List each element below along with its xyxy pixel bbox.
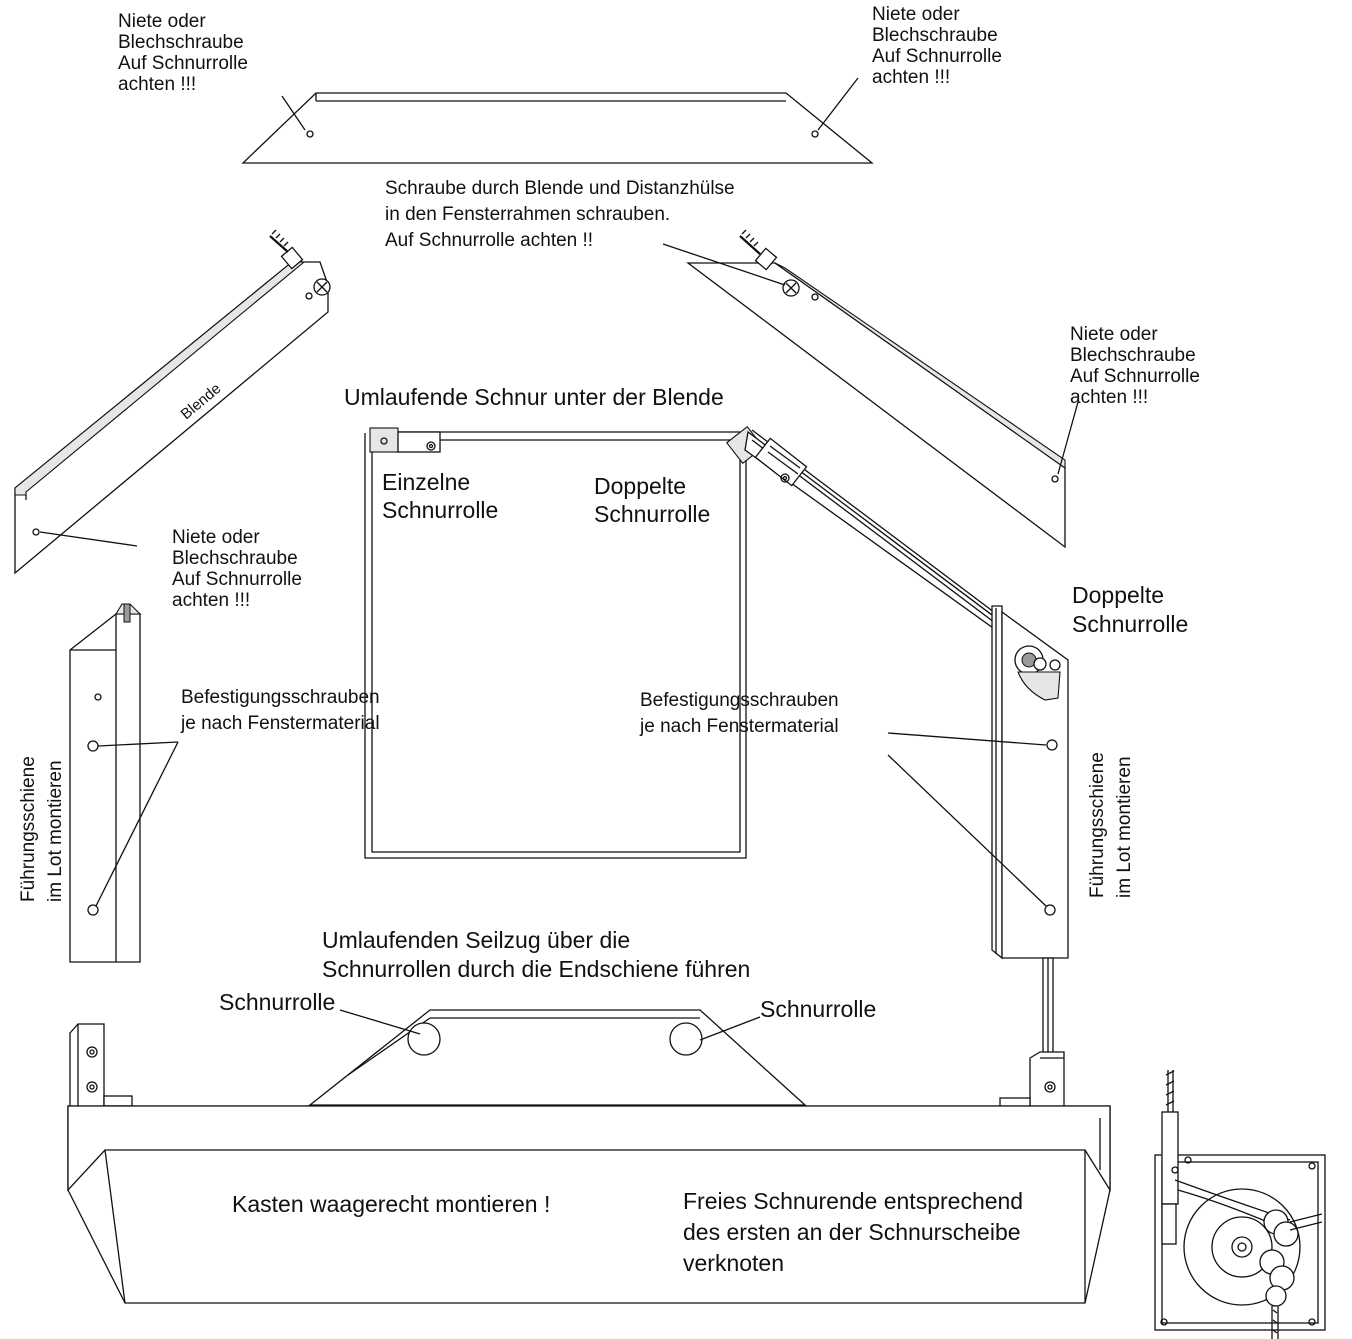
guide-rail-label-left: Führungsschiene im Lot montieren [18, 756, 66, 902]
guide-rail-label-right: Führungsschiene im Lot montieren [1087, 752, 1135, 898]
left-blende-panel [14, 229, 331, 575]
svg-text:Niete oder: Niete oder [118, 11, 206, 32]
svg-text:Auf Schnurrolle: Auf Schnurrolle [872, 46, 1002, 67]
rivet-note-top-right: Niete oder Blechschraube Auf Schnurrolle… [872, 4, 1002, 88]
box-instruction: Kasten waagerecht montieren ! [232, 1191, 550, 1217]
svg-text:Auf Schnurrolle: Auf Schnurrolle [1070, 366, 1200, 387]
svg-text:Befestigungsschrauben: Befestigungsschrauben [640, 690, 839, 711]
rivet-note-top-left: Niete oder Blechschraube Auf Schnurrolle… [118, 11, 248, 95]
fixing-screws-note-right: Befestigungsschrauben je nach Fenstermat… [639, 690, 839, 737]
svg-text:achten !!!: achten !!! [172, 590, 250, 611]
top-panel [241, 92, 874, 164]
right-guide-rail [991, 605, 1069, 1061]
pulley-right-wheel [669, 1022, 703, 1056]
svg-text:Schnurrolle: Schnurrolle [382, 497, 498, 523]
left-guide-rail [69, 603, 142, 963]
cable-instruction: Umlaufenden Seilzug über die Schnurrolle… [322, 927, 750, 982]
svg-text:des ersten an der Schnurscheib: des ersten an der Schnurscheibe [683, 1219, 1021, 1245]
svg-text:Schnurrolle: Schnurrolle [594, 501, 710, 527]
fixing-screws-note-left: Befestigungsschrauben je nach Fenstermat… [180, 687, 380, 734]
svg-text:Führungsschiene: Führungsschiene [1087, 752, 1108, 898]
pulley-label-left: Schnurrolle [219, 989, 335, 1015]
svg-text:Niete oder: Niete oder [1070, 324, 1158, 345]
svg-text:Blechschraube: Blechschraube [1070, 345, 1196, 366]
svg-text:Führungsschiene: Führungsschiene [18, 756, 39, 902]
svg-text:in den Fensterrahmen schrauben: in den Fensterrahmen schrauben. [385, 204, 670, 225]
svg-text:Befestigungsschrauben: Befestigungsschrauben [181, 687, 380, 708]
svg-text:Schraube durch Blende und Dist: Schraube durch Blende und Distanzhülse [385, 178, 735, 199]
svg-text:Blechschraube: Blechschraube [872, 25, 998, 46]
svg-text:Umlaufenden Seilzug über die: Umlaufenden Seilzug über die [322, 927, 630, 953]
screw-note: Schraube durch Blende und Distanzhülse i… [385, 178, 735, 251]
rivet-note-right: Niete oder Blechschraube Auf Schnurrolle… [1070, 324, 1200, 408]
rivet-hole [306, 130, 314, 138]
pulley-left-wheel [407, 1022, 441, 1056]
svg-text:Einzelne: Einzelne [382, 469, 470, 495]
svg-text:Auf Schnurrolle: Auf Schnurrolle [118, 53, 248, 74]
knot-instruction: Freies Schnurende entsprechend des erste… [683, 1188, 1023, 1276]
svg-text:je nach Fenstermaterial: je nach Fenstermaterial [639, 716, 839, 737]
svg-text:Schnurrolle: Schnurrolle [1072, 611, 1188, 637]
svg-text:im Lot montieren: im Lot montieren [1114, 756, 1135, 898]
box-cross-section [1154, 1070, 1326, 1339]
svg-text:je nach Fenstermaterial: je nach Fenstermaterial [180, 713, 380, 734]
single-pulley-label: Einzelne Schnurrolle [382, 469, 498, 523]
svg-text:Auf Schnurrolle: Auf Schnurrolle [172, 569, 302, 590]
pulley-label-right: Schnurrolle [760, 996, 876, 1022]
rivet-note-left: Niete oder Blechschraube Auf Schnurrolle… [172, 527, 302, 611]
svg-text:Auf Schnurrolle achten !!: Auf Schnurrolle achten !! [385, 230, 593, 251]
svg-text:Schnurrollen durch die Endschi: Schnurrollen durch die Endschiene führen [322, 956, 750, 982]
rivet-hole [811, 130, 819, 138]
double-pulley-center-label: Doppelte Schnurrolle [594, 473, 710, 527]
svg-text:achten !!!: achten !!! [118, 74, 196, 95]
svg-text:achten !!!: achten !!! [872, 67, 950, 88]
svg-text:verknoten: verknoten [683, 1250, 784, 1276]
svg-text:im Lot montieren: im Lot montieren [45, 760, 66, 902]
svg-text:Niete oder: Niete oder [872, 4, 960, 25]
right-blende-panel [686, 229, 1066, 549]
svg-text:Blechschraube: Blechschraube [172, 548, 298, 569]
svg-text:Doppelte: Doppelte [594, 473, 686, 499]
roller-box [67, 1009, 1111, 1304]
cord-title: Umlaufende Schnur unter der Blende [344, 384, 724, 410]
svg-text:Freies Schnurende entsprechend: Freies Schnurende entsprechend [683, 1188, 1023, 1214]
leader-lines [39, 77, 1079, 1041]
svg-text:Niete oder: Niete oder [172, 527, 260, 548]
double-pulley-right-label: Doppelte Schnurrolle [1072, 582, 1188, 637]
svg-text:achten !!!: achten !!! [1070, 387, 1148, 408]
svg-text:Blechschraube: Blechschraube [118, 32, 244, 53]
svg-text:Doppelte: Doppelte [1072, 582, 1164, 608]
